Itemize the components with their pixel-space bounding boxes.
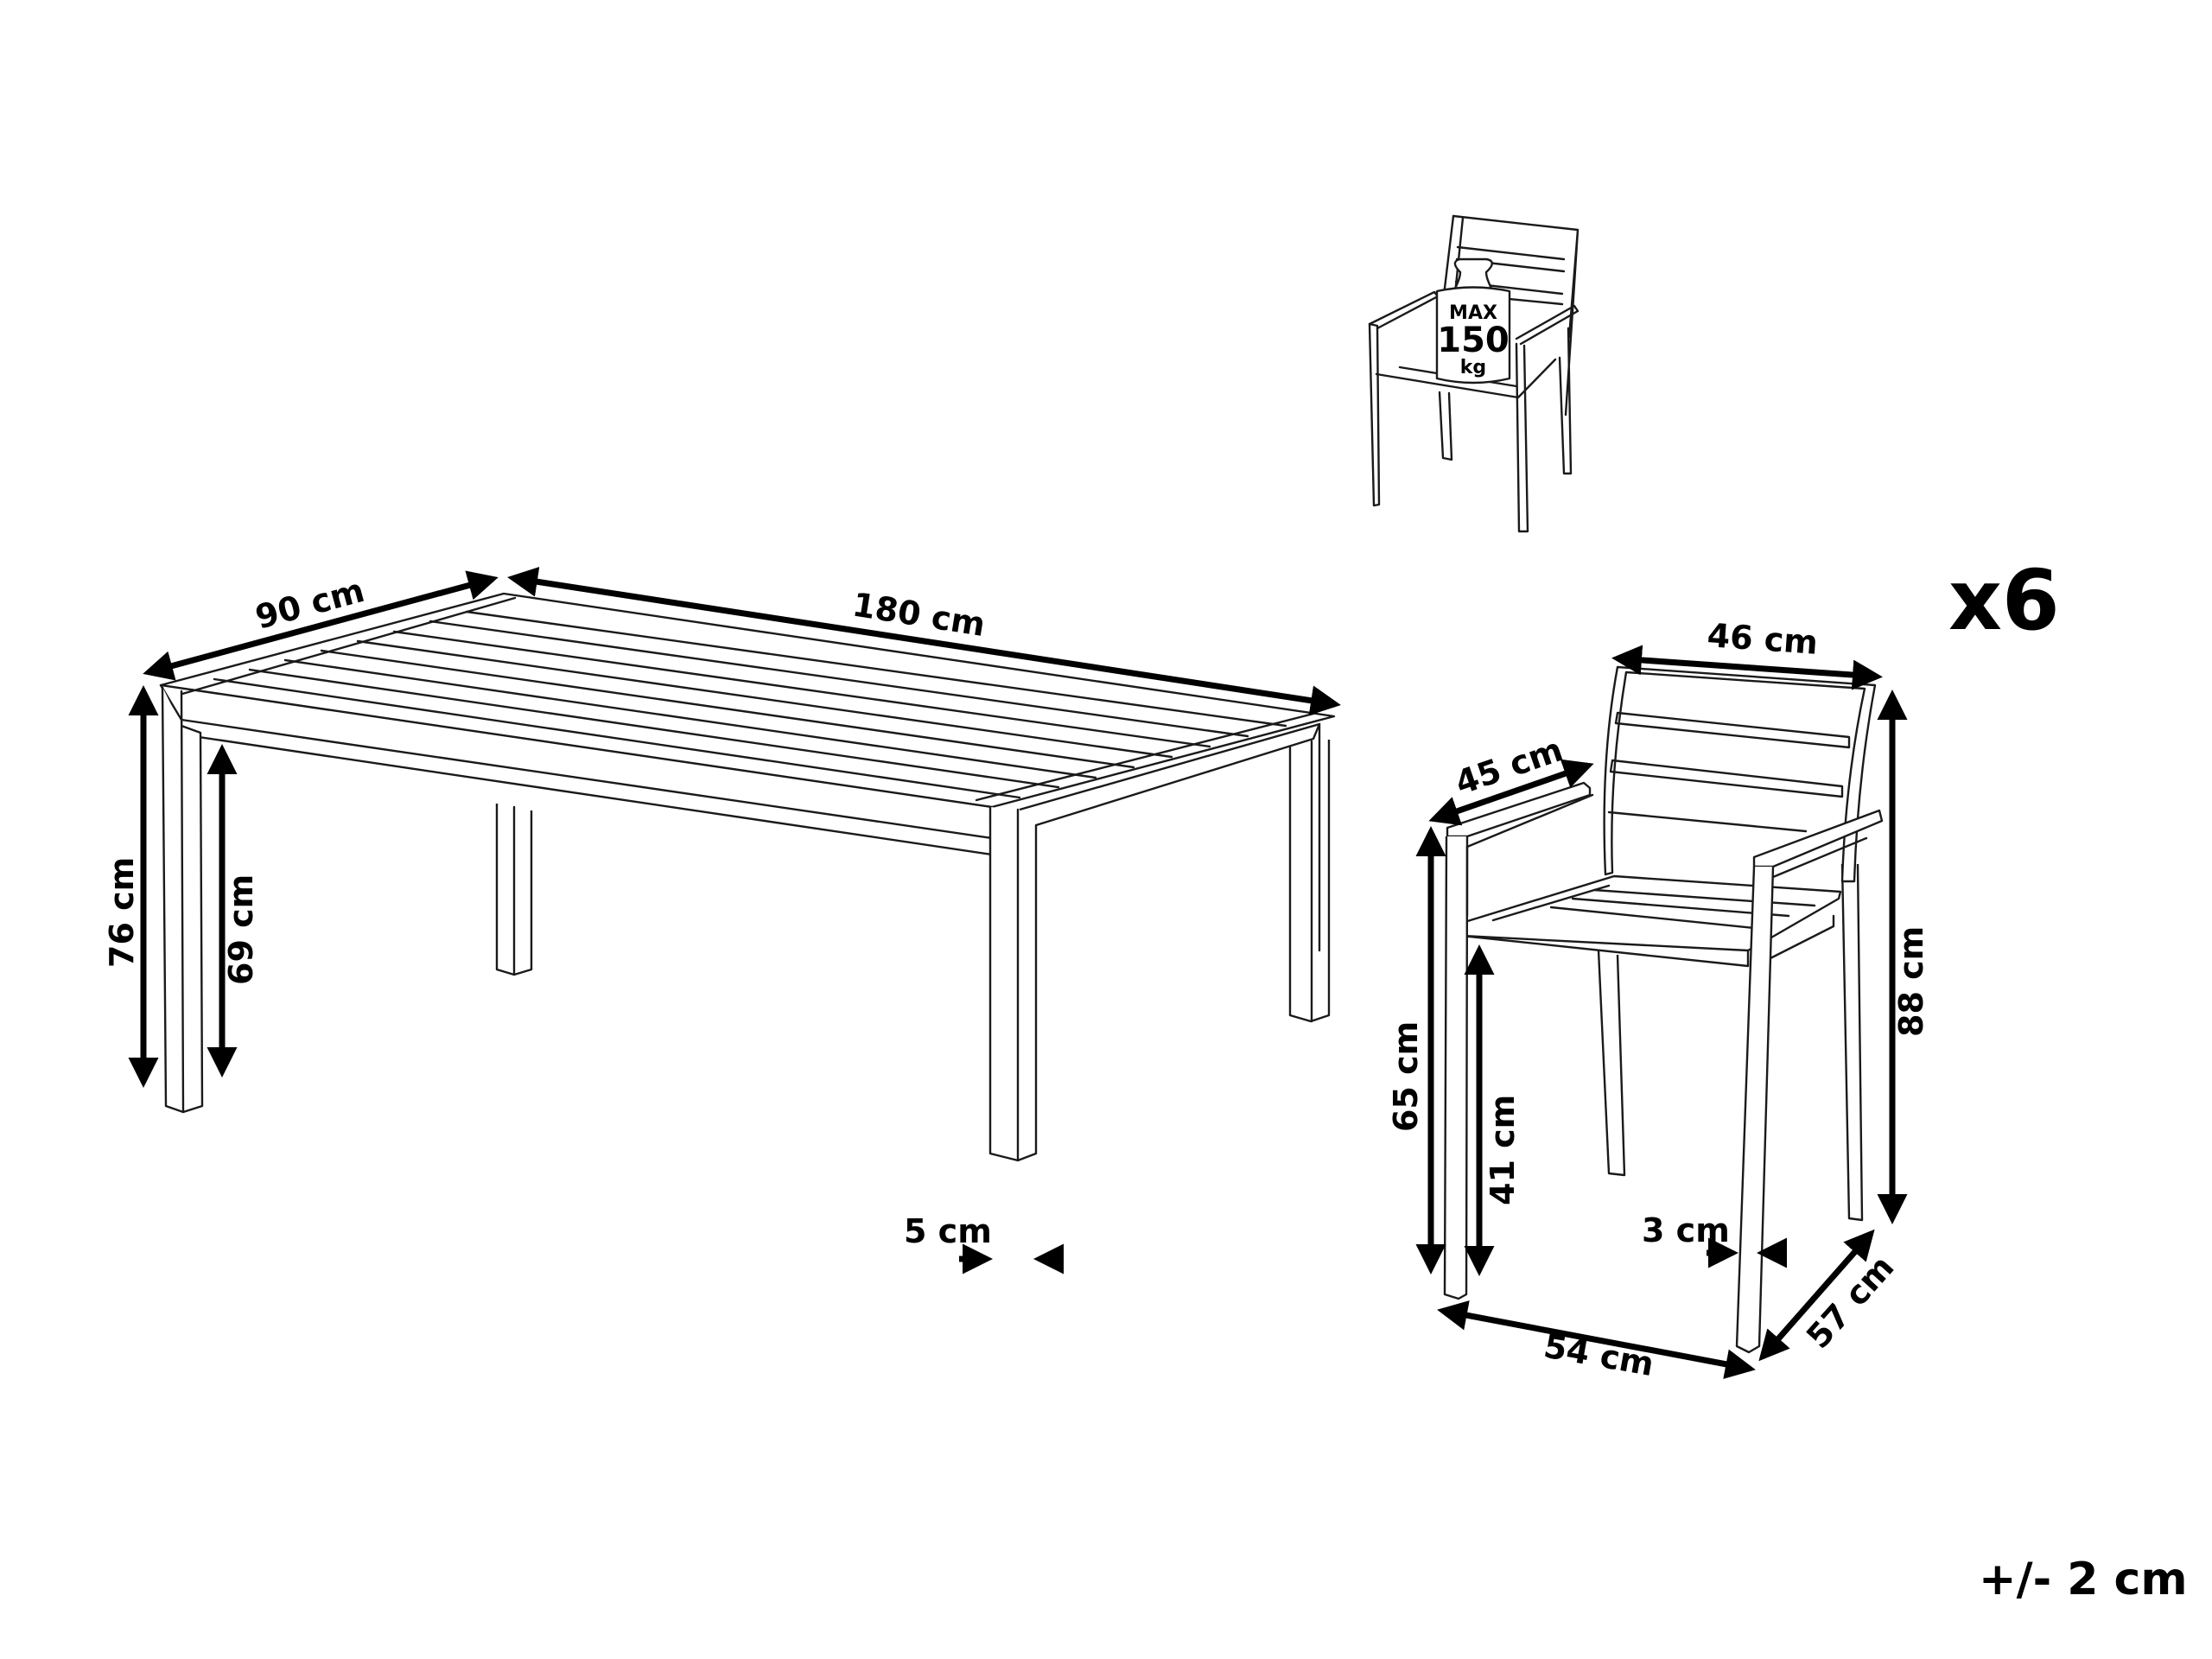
chair-load-illustration: MAX 150 kg (1368, 214, 1580, 533)
table-front-right-leg (988, 722, 1321, 1162)
chair-right-arm (1752, 809, 1884, 868)
dimension-arrow-90 (143, 570, 499, 681)
quantity-label: x6 (1948, 552, 2060, 649)
tolerance-label: +/- 2 cm (1979, 1554, 2188, 1605)
label-chair-width: 54 cm (1541, 1327, 1656, 1384)
label-back-width: 46 cm (1706, 616, 1819, 662)
dimension-arrow-45 (1428, 759, 1594, 826)
label-leg-clearance: 69 cm (222, 874, 260, 985)
chair-seat (1460, 874, 1842, 952)
chair-front-left-leg (1443, 836, 1469, 1300)
badge-weight: 150 (1437, 321, 1510, 360)
label-total-height: 88 cm (1892, 926, 1930, 1037)
label-armrest-height: 65 cm (1387, 1021, 1425, 1132)
table-top (159, 592, 1336, 856)
label-table-height: 76 cm (103, 857, 141, 968)
table-front-left-leg (161, 686, 204, 1114)
chair-back-right-leg (1840, 863, 1864, 1222)
label-chair-leg-thickness: 3 cm (1642, 1211, 1730, 1249)
chair-back-left-leg (1597, 950, 1626, 1177)
table-back-right-leg (1288, 740, 1331, 1023)
label-table-leg-thickness: 5 cm (904, 1212, 992, 1250)
dimension-arrow-57 (1758, 1229, 1875, 1362)
table-back-left-leg (495, 804, 533, 976)
dimension-arrow-54 (1437, 1300, 1756, 1380)
label-seat-height: 41 cm (1484, 1095, 1522, 1205)
weight-badge-icon: MAX 150 kg (1435, 257, 1511, 385)
dimension-arrow-180 (507, 566, 1341, 716)
dimension-arrow-46 (1611, 645, 1883, 690)
badge-max: MAX (1449, 302, 1497, 324)
badge-unit: kg (1460, 357, 1486, 378)
